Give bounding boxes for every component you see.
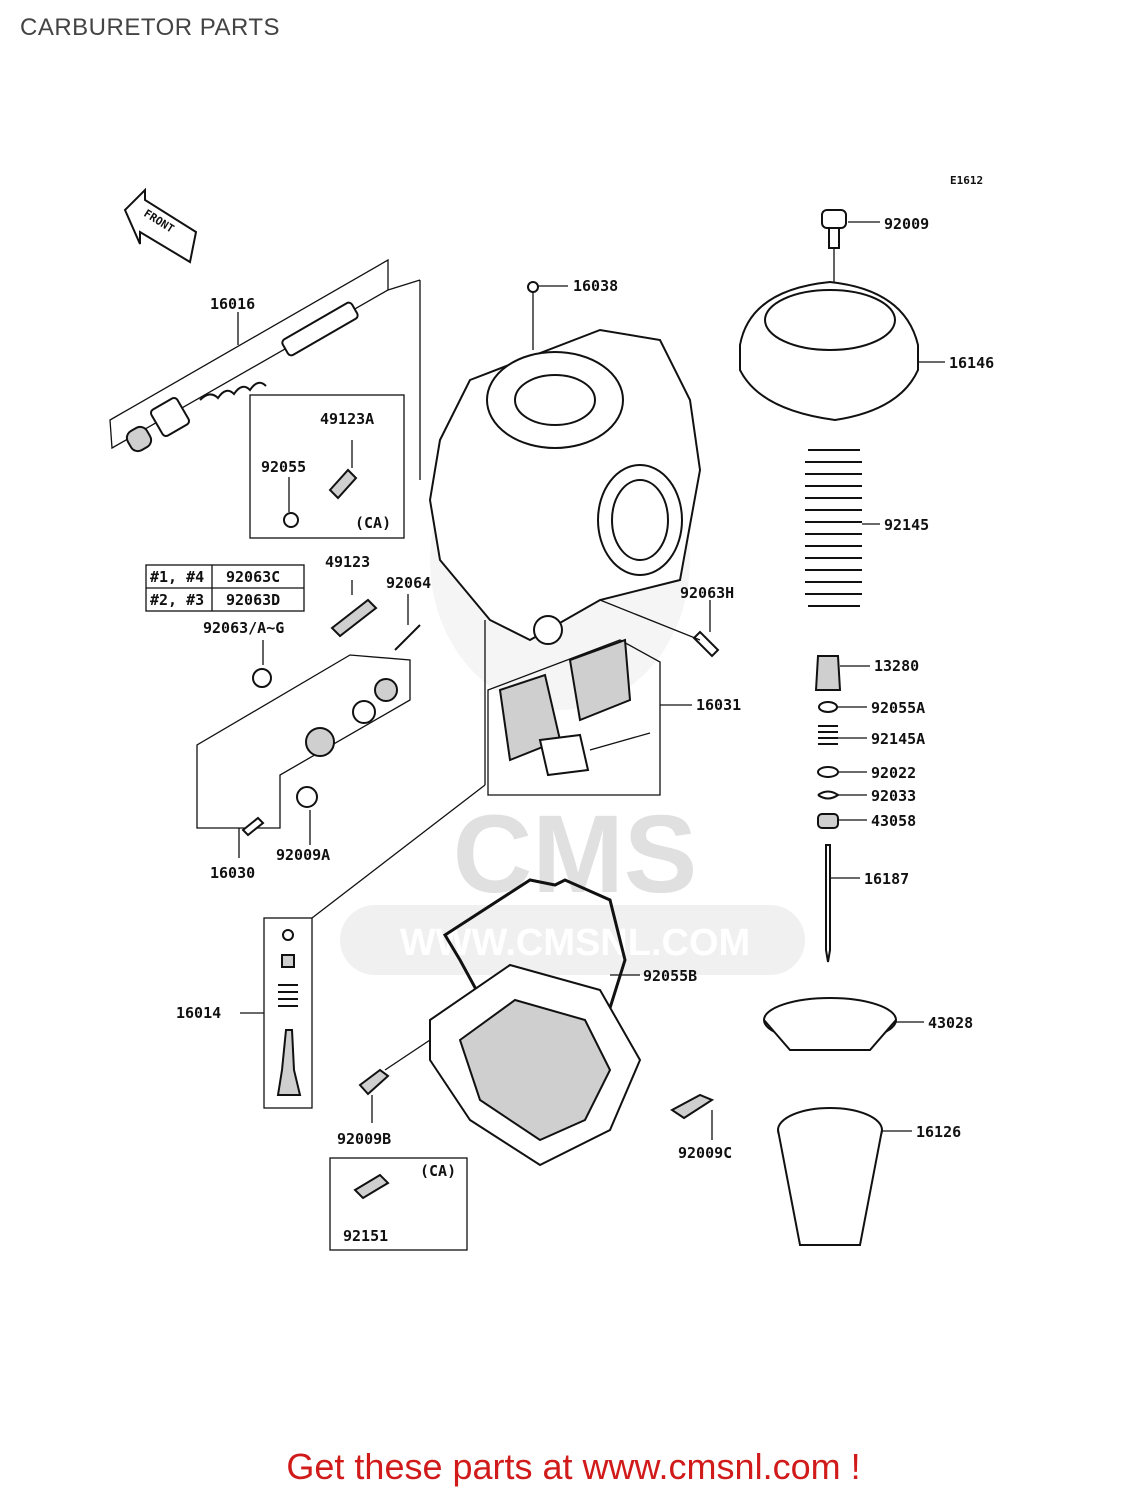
part-label: 92009	[884, 215, 929, 233]
table-row-part: 92063C	[226, 568, 280, 586]
part-label: 92009B	[337, 1130, 391, 1148]
table-row-part: 92063D	[226, 591, 280, 609]
part-label: 16038	[573, 277, 618, 295]
ca-label: (CA)	[355, 514, 391, 532]
promo-banner: Get these parts at www.cmsnl.com !	[0, 1446, 1147, 1488]
part-label: 92064	[386, 574, 431, 592]
part-label: 13280	[874, 657, 919, 675]
part-label: 92009A	[276, 846, 330, 864]
watermark-brand: CMS	[453, 793, 697, 916]
table-row-cyl: #1, #4	[150, 568, 204, 586]
part-label: 92151	[343, 1227, 388, 1245]
part-label: 92145A	[871, 730, 925, 748]
part-label: 92055B	[643, 967, 697, 985]
front-arrow: FRONT	[123, 187, 198, 264]
part-label: 16126	[916, 1123, 961, 1141]
diagram-code: E1612	[950, 174, 983, 187]
part-label: 16030	[210, 864, 255, 882]
small-parts-left	[241, 468, 421, 837]
float-bowl	[353, 878, 715, 1200]
part-label: 92009C	[678, 1144, 732, 1162]
part-label: 92063H	[680, 584, 734, 602]
watermark-url: WWW.CMSNL.COM	[400, 922, 750, 964]
part-label: 92055A	[871, 699, 925, 717]
ca-label: (CA)	[420, 1162, 456, 1180]
part-label: 92055	[261, 458, 306, 476]
part-label: 43058	[871, 812, 916, 830]
leader-lines	[109, 258, 486, 1251]
part-label: 43028	[928, 1014, 973, 1032]
part-label: 16016	[210, 295, 255, 313]
promo-link[interactable]: Get these parts at www.cmsnl.com !	[286, 1446, 861, 1487]
cylinder-table: #1, #4 92063C #2, #3 92063D	[145, 564, 305, 612]
part-16014	[276, 929, 302, 1096]
part-label: 16031	[696, 696, 741, 714]
part-label: 16014	[176, 1004, 221, 1022]
part-label: 92145	[884, 516, 929, 534]
carburetor-body	[428, 281, 720, 658]
table-row-cyl: #2, #3	[150, 591, 204, 609]
part-16031	[487, 638, 661, 796]
page-title: CARBURETOR PARTS	[20, 14, 281, 41]
part-label: 92063/A~G	[203, 619, 284, 637]
right-stack	[739, 209, 919, 1246]
right-leaders	[532, 221, 945, 1140]
part-label: 92033	[871, 787, 916, 805]
part-labels: 16016 49123A 92055 49123 92064 92063/A~G…	[176, 215, 994, 1245]
part-label: 49123	[325, 553, 370, 571]
part-label: 16187	[864, 870, 909, 888]
part-label: 49123A	[320, 410, 374, 428]
part-16016-assembly	[125, 301, 359, 453]
part-label: 92022	[871, 764, 916, 782]
part-label: 16146	[949, 354, 994, 372]
